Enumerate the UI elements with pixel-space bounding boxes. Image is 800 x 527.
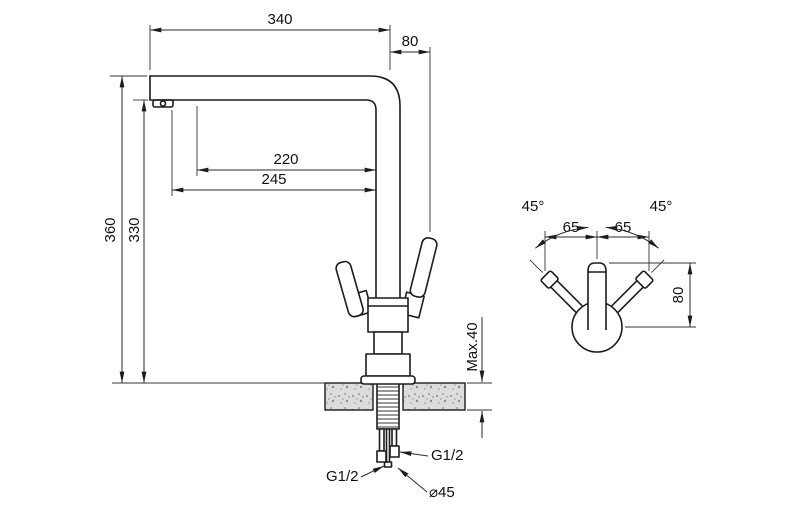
mounting-stud [385,428,391,463]
aerator-outlet-icon [159,100,167,107]
top-handle-left [529,259,588,318]
top-spout-tube [587,262,607,330]
body-base [365,353,411,377]
countertop-left [324,382,374,411]
dia-45-label: ⌀45 [429,484,455,501]
handle-right-grip [409,237,438,298]
leader-g12-right [399,451,429,457]
front-view: 340 80 220 245 360 330 Max.40 G1/2 G1/2 … [102,11,492,501]
angle-left-label: 45° [522,198,545,215]
top-handle-right-centerline [651,259,665,273]
spout-outer-line [149,75,401,299]
dim-top80-label: 80 [670,287,687,304]
base-flange [360,375,416,385]
angle-arc-right [605,226,659,249]
angle-right-label: 45° [650,198,673,215]
dim-80-label: 80 [402,33,419,50]
hose-left [378,428,385,452]
top-view: 65 65 45° 45° 80 [522,198,696,353]
body-waist [373,331,403,355]
dim-330-label: 330 [126,217,143,242]
top-handle-left-centerline [529,259,543,273]
top-handle-left-knob [540,270,559,289]
leader-dia45 [397,467,428,493]
top-handle-right-knob [635,270,654,289]
threaded-shank [376,382,400,430]
aerator [152,99,174,108]
dim-65-right-label: 65 [615,219,632,236]
hose-right-connector [389,445,400,458]
leader-g12-left [360,465,385,478]
body-upper [367,297,409,333]
hose-right [391,428,398,447]
handle-left-grip [335,260,364,318]
countertop-right [402,382,466,411]
thread-right-label: G1/2 [431,447,464,464]
dim-65-left-label: 65 [563,219,580,236]
dim-max40-label: Max.40 [464,322,481,371]
handle-left [335,260,374,318]
angle-arc-left [535,226,589,249]
dim-360-label: 360 [102,217,119,242]
dim-220-label: 220 [273,151,298,168]
thread-left-label: G1/2 [326,468,359,485]
hose-left-connector [376,450,387,463]
dim-245-label: 245 [261,171,286,188]
shank-threads [377,386,399,428]
spout-inner-line [149,99,377,299]
stud-nut [383,461,393,468]
dim-340-label: 340 [267,11,292,28]
